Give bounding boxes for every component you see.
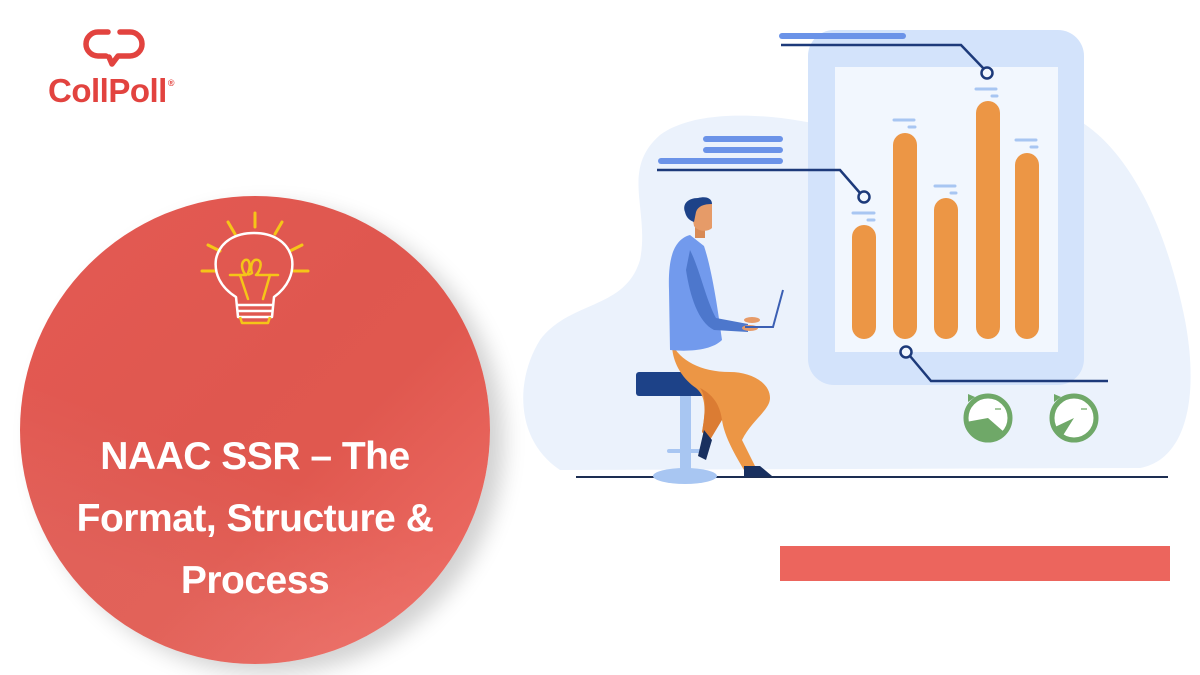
hero-circle: [20, 196, 490, 664]
title-line-2: Format, Structure &: [76, 497, 434, 540]
brand-name: CollPoll®: [48, 72, 174, 109]
collpoll-logo[interactable]: CollPoll®: [40, 20, 200, 115]
title-line-1: NAAC SSR – The: [100, 435, 410, 478]
hero-circle-shine: [20, 196, 490, 664]
analytics-illustration: [523, 30, 1191, 484]
chart-bars: [852, 101, 1039, 339]
page-title: NAAC SSR – The Format, Structure & Proce…: [40, 426, 470, 612]
speech-bubble-link-icon: [83, 29, 145, 67]
gauge-icon: [1049, 393, 1099, 443]
title-line-3: Process: [180, 559, 330, 602]
person-with-laptop: [668, 197, 784, 477]
lightbulb-icon: [200, 211, 310, 325]
decorative-red-bar: [780, 546, 1170, 581]
gauge-icon: [963, 393, 1013, 443]
